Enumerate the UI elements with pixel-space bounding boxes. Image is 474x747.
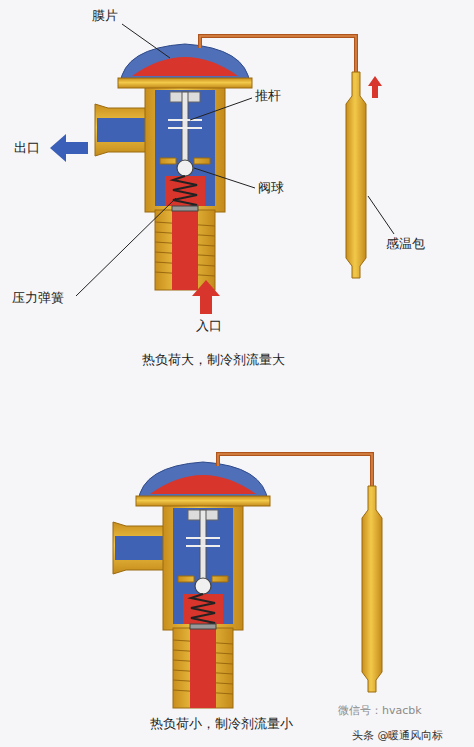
part-label: 感温包 <box>386 236 425 252</box>
watermark: 微信号：hvacbk <box>338 704 422 717</box>
part-label: 阀球 <box>258 180 284 196</box>
part-label: 膜片 <box>92 8 118 24</box>
figure-caption: 热负荷小，制冷剂流量小 <box>150 716 293 732</box>
watermark: 头条 @暖通风向标 <box>352 729 444 742</box>
part-label: 推杆 <box>255 88 281 104</box>
port-label: 入口 <box>196 318 222 334</box>
figure-caption: 热负荷大，制冷剂流量大 <box>142 352 285 368</box>
part-label: 压力弹簧 <box>12 290 64 306</box>
port-label: 出口 <box>14 140 40 156</box>
